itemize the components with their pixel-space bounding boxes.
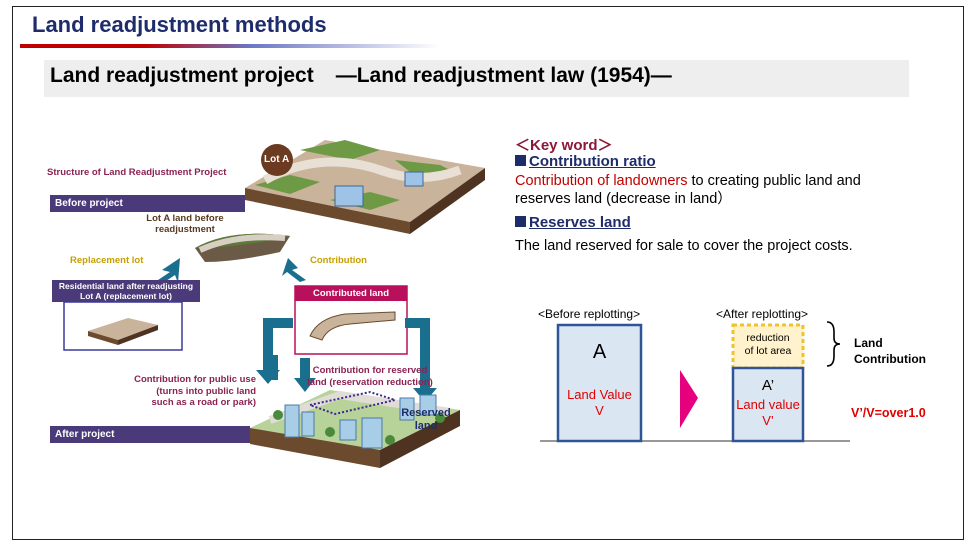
flow-arrows bbox=[256, 318, 437, 402]
structure-title: Structure of Land Readjustment Project bbox=[47, 167, 227, 178]
subtitle-bar bbox=[44, 60, 909, 97]
replot-arrow bbox=[680, 370, 698, 428]
land-contribution-label: Land Contribution bbox=[854, 336, 926, 366]
contribution-label: Contribution bbox=[310, 255, 367, 266]
slide-title: Land readjustment methods bbox=[32, 12, 327, 37]
value-ratio: V’/V=over1.0 bbox=[851, 406, 926, 420]
after-lot-letter: A’ bbox=[761, 377, 775, 394]
keyword-heading: ＜Key word＞ bbox=[515, 137, 613, 154]
before-replotting-label: <Before replotting> bbox=[538, 307, 641, 321]
subtitle: Land readjustment project —Land readjustm… bbox=[50, 64, 672, 88]
lot-a-piece bbox=[195, 233, 290, 262]
square-bullet-icon bbox=[515, 216, 526, 227]
term-reserves-land: Reserves land bbox=[515, 214, 631, 231]
before-project-label: Before project bbox=[55, 198, 123, 209]
reduction-label: reduction of lot area bbox=[744, 332, 792, 357]
square-bullet-icon bbox=[515, 155, 526, 166]
replacement-lot-label: Replacement lot bbox=[70, 255, 144, 266]
reserved-land-label: Reserved land bbox=[401, 407, 451, 432]
before-project-bar bbox=[50, 195, 245, 212]
replotting-diagram bbox=[540, 321, 850, 443]
arrow-contribution bbox=[282, 258, 306, 282]
after-project-label: After project bbox=[55, 429, 115, 440]
lot-a-badge-label: Lot A bbox=[264, 154, 290, 165]
contributed-box-header bbox=[295, 286, 407, 301]
contribution-brace bbox=[826, 321, 841, 367]
after-project-bar bbox=[50, 426, 250, 443]
subtitle-left: Land readjustment project bbox=[50, 64, 314, 87]
term-contribution-ratio: Contribution ratio bbox=[515, 153, 656, 170]
lot-a-badge bbox=[261, 144, 293, 176]
reserves-land-definition: The land reserved for sale to cover the … bbox=[515, 238, 853, 254]
lot-a-before-label: Lot A land before readjustment bbox=[146, 213, 224, 235]
before-land-value: Land Value V bbox=[567, 387, 632, 418]
after-replotting-label: <After replotting> bbox=[716, 307, 809, 321]
before-project-land bbox=[245, 140, 485, 234]
reserved-contribution-label: Contribution for reserved land (reservat… bbox=[307, 365, 433, 388]
after-lot-box bbox=[731, 366, 805, 443]
arrow-replacement bbox=[155, 258, 180, 285]
replacement-box-header bbox=[52, 280, 200, 302]
subtitle-right: —Land readjustment law (1954)— bbox=[335, 64, 672, 87]
residential-land-label: Residential land after readjusting Lot A… bbox=[58, 281, 194, 301]
before-lot-letter: A bbox=[592, 341, 607, 363]
contribution-ratio-definition: Contribution of landowners to creating p… bbox=[515, 173, 861, 207]
contributed-land-label: Contributed land bbox=[313, 288, 389, 299]
before-lot-box bbox=[556, 323, 643, 443]
after-land-value: Land value V’ bbox=[736, 397, 800, 428]
public-use-label: Contribution for public use (turns into … bbox=[134, 374, 256, 408]
after-project-city bbox=[250, 390, 460, 468]
reduction-box bbox=[731, 323, 805, 370]
title-underline bbox=[20, 44, 440, 48]
